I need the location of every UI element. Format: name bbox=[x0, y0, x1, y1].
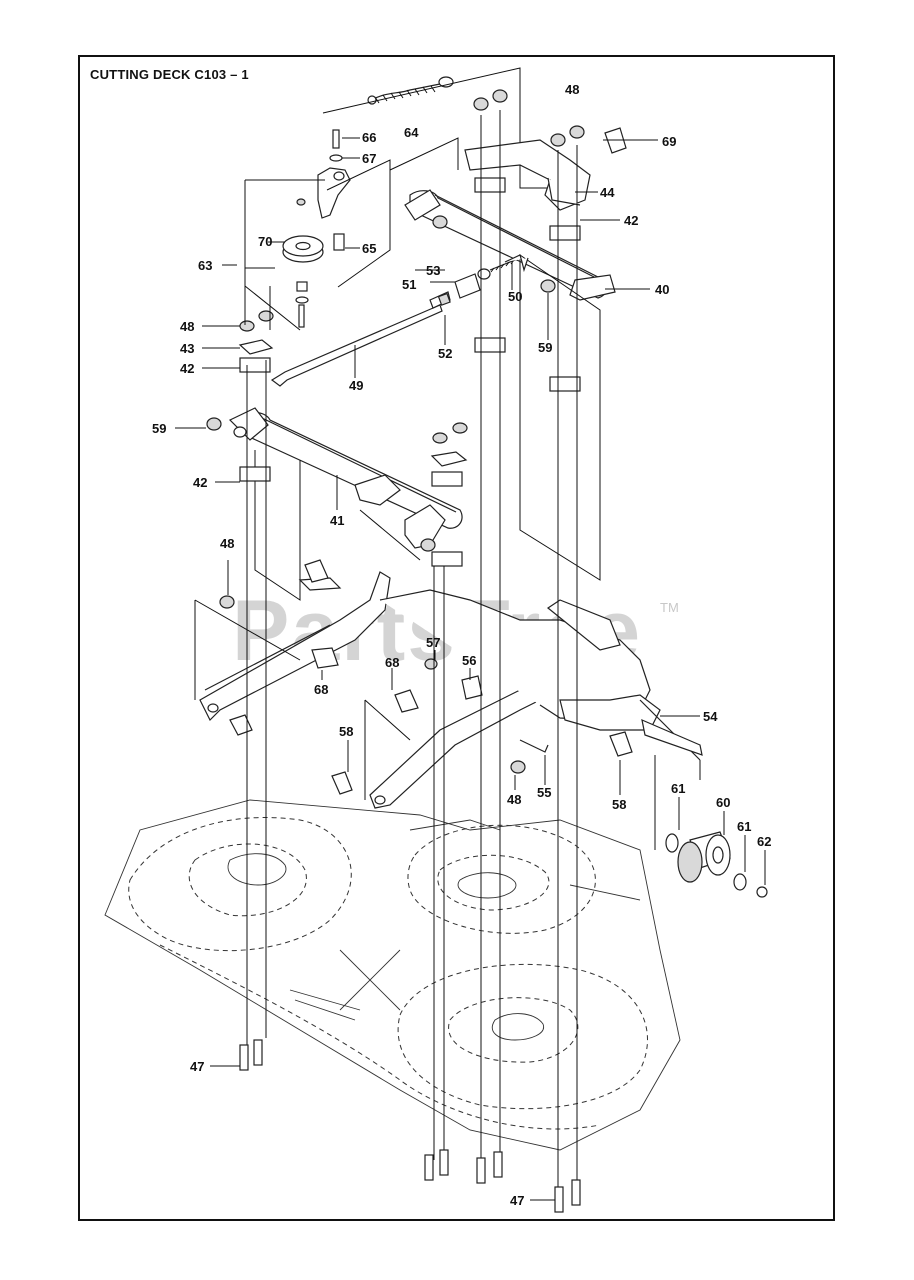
callout-57: 57 bbox=[426, 635, 440, 650]
shim-stack-left bbox=[238, 310, 274, 482]
callout-48-top: 48 bbox=[565, 82, 579, 97]
callout-40: 40 bbox=[655, 282, 669, 297]
callout-leaders bbox=[175, 137, 766, 1201]
callout-49: 49 bbox=[349, 378, 363, 393]
callout-67: 67 bbox=[362, 151, 376, 166]
callout-65: 65 bbox=[362, 241, 376, 256]
callout-50: 50 bbox=[508, 289, 522, 304]
callout-48-left: 48 bbox=[180, 319, 194, 334]
front-shaft-assembly bbox=[206, 407, 463, 601]
callout-61-right: 61 bbox=[737, 819, 751, 834]
callout-47-left: 47 bbox=[190, 1059, 204, 1074]
callout-70: 70 bbox=[258, 234, 272, 249]
callout-43: 43 bbox=[180, 341, 194, 356]
diagram-title: CUTTING DECK C103 – 1 bbox=[90, 67, 249, 82]
callout-59-right: 59 bbox=[538, 340, 552, 355]
callout-42-left: 42 bbox=[180, 361, 194, 376]
callout-44: 44 bbox=[600, 185, 615, 200]
callout-labels: 64 66 67 48 69 44 42 70 65 63 53 51 50 4… bbox=[152, 82, 771, 1208]
callout-41: 41 bbox=[330, 513, 344, 528]
callout-66: 66 bbox=[362, 130, 376, 145]
shim-stack-center bbox=[430, 89, 508, 567]
callout-42-top: 42 bbox=[624, 213, 638, 228]
callout-51: 51 bbox=[402, 277, 416, 292]
watermark-trademark: TM bbox=[660, 600, 679, 615]
gauge-wheel-assembly bbox=[665, 831, 768, 898]
lift-arm-left bbox=[194, 571, 391, 736]
deck-housing bbox=[104, 799, 681, 1151]
callout-61-left: 61 bbox=[671, 781, 685, 796]
callout-69: 69 bbox=[662, 134, 676, 149]
callout-59-left: 59 bbox=[152, 421, 166, 436]
spring-64 bbox=[322, 67, 570, 189]
callout-55: 55 bbox=[537, 785, 551, 800]
tie-rod-assembly bbox=[270, 254, 529, 387]
callout-42-mid: 42 bbox=[193, 475, 207, 490]
callout-58-left: 58 bbox=[339, 724, 353, 739]
callout-52: 52 bbox=[438, 346, 452, 361]
callout-47-bottom: 47 bbox=[510, 1193, 524, 1208]
lift-arm-right bbox=[304, 559, 703, 850]
rear-shaft-assembly bbox=[389, 127, 627, 581]
callout-62: 62 bbox=[757, 834, 771, 849]
callout-56: 56 bbox=[462, 653, 476, 668]
callout-68-center: 68 bbox=[385, 655, 399, 670]
callout-48-mid: 48 bbox=[220, 536, 234, 551]
mounting-bolts bbox=[239, 110, 581, 1213]
idler-arm-assembly bbox=[282, 129, 391, 328]
callout-68-left: 68 bbox=[314, 682, 328, 697]
callout-64: 64 bbox=[404, 125, 419, 140]
callout-54: 54 bbox=[703, 709, 718, 724]
callout-58-right: 58 bbox=[612, 797, 626, 812]
callout-53: 53 bbox=[426, 263, 440, 278]
callout-60: 60 bbox=[716, 795, 730, 810]
callout-63: 63 bbox=[198, 258, 212, 273]
callout-48-bottom: 48 bbox=[507, 792, 521, 807]
